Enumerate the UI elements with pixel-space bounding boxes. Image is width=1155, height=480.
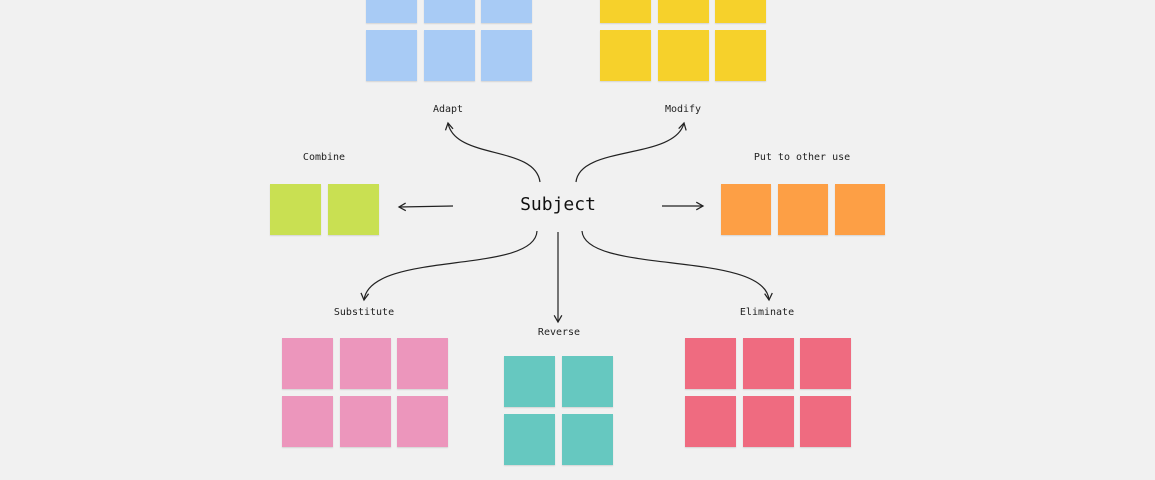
sticky-note-modify[interactable] [658,0,709,23]
sticky-note-reverse[interactable] [504,356,555,407]
sticky-note-substitute[interactable] [340,396,391,447]
sticky-note-reverse[interactable] [562,414,613,465]
sticky-note-combine[interactable] [328,184,379,235]
sticky-note-adapt[interactable] [366,30,417,81]
sticky-note-adapt[interactable] [366,0,417,23]
arrow-to-eliminate [582,231,769,300]
branch-label-modify[interactable]: Modify [665,104,701,115]
subject-label[interactable]: Subject [520,194,596,215]
sticky-note-reverse[interactable] [504,414,555,465]
sticky-note-adapt[interactable] [481,30,532,81]
arrow-to-substitute [364,231,537,300]
sticky-note-eliminate[interactable] [800,338,851,389]
sticky-note-eliminate[interactable] [800,396,851,447]
branch-label-put-to-other-use[interactable]: Put to other use [754,152,850,163]
sticky-note-reverse[interactable] [562,356,613,407]
sticky-note-combine[interactable] [270,184,321,235]
sticky-note-adapt[interactable] [424,0,475,23]
arrow-to-adapt [448,123,540,182]
arrow-to-modify [576,123,684,182]
branch-label-substitute[interactable]: Substitute [334,307,394,318]
sticky-note-eliminate[interactable] [743,396,794,447]
sticky-note-modify[interactable] [715,0,766,23]
sticky-note-put-to-other-use[interactable] [778,184,828,235]
sticky-note-eliminate[interactable] [743,338,794,389]
sticky-note-put-to-other-use[interactable] [835,184,885,235]
sticky-note-substitute[interactable] [340,338,391,389]
sticky-note-put-to-other-use[interactable] [721,184,771,235]
sticky-note-modify[interactable] [600,30,651,81]
arrow-to-combine [399,206,453,207]
sticky-note-substitute[interactable] [397,396,448,447]
sticky-note-modify[interactable] [715,30,766,81]
branch-label-reverse[interactable]: Reverse [538,327,580,338]
sticky-note-substitute[interactable] [282,396,333,447]
sticky-note-substitute[interactable] [282,338,333,389]
sticky-note-eliminate[interactable] [685,396,736,447]
sticky-note-adapt[interactable] [424,30,475,81]
branch-label-adapt[interactable]: Adapt [433,104,463,115]
branch-label-combine[interactable]: Combine [303,152,345,163]
sticky-note-eliminate[interactable] [685,338,736,389]
sticky-note-adapt[interactable] [481,0,532,23]
sticky-note-modify[interactable] [600,0,651,23]
sticky-note-modify[interactable] [658,30,709,81]
sticky-note-substitute[interactable] [397,338,448,389]
branch-label-eliminate[interactable]: Eliminate [740,307,794,318]
